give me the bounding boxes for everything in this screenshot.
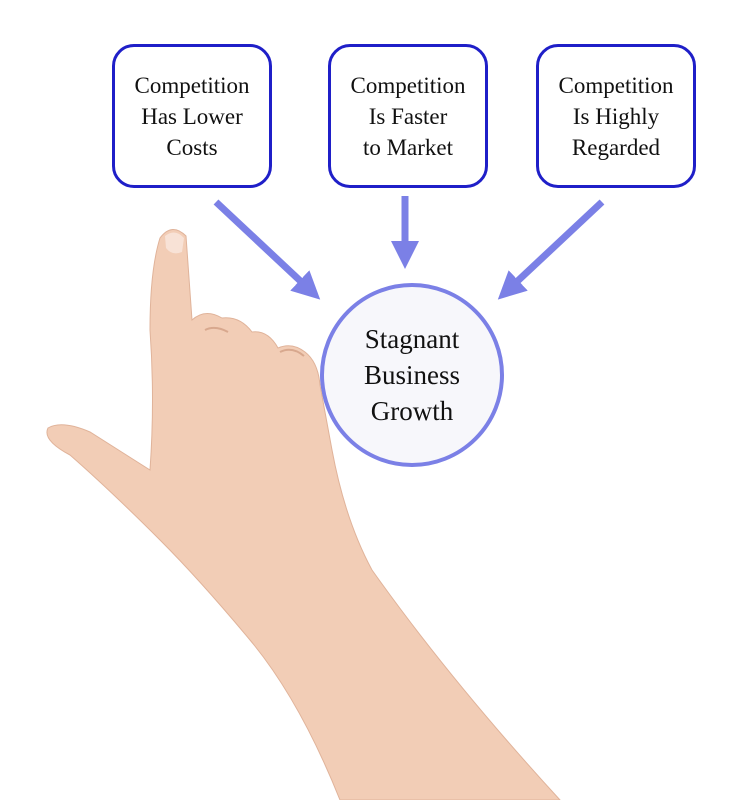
- arrow-left: [213, 199, 321, 300]
- cause-box-highly-regarded: Competition Is Highly Regarded: [536, 44, 696, 188]
- box-label: Competition Has Lower Costs: [134, 72, 250, 160]
- box-label: Competition Is Highly Regarded: [558, 72, 674, 160]
- cause-box-lower-costs: Competition Has Lower Costs: [112, 44, 272, 188]
- circle-label: Stagnant Business Growth: [363, 324, 461, 426]
- cause-box-faster-to-market: Competition Is Faster to Market: [328, 44, 488, 188]
- box-label: Competition Is Faster to Market: [350, 72, 466, 160]
- effect-circle: Stagnant Business Growth: [320, 283, 504, 467]
- arrow-right: [497, 199, 605, 300]
